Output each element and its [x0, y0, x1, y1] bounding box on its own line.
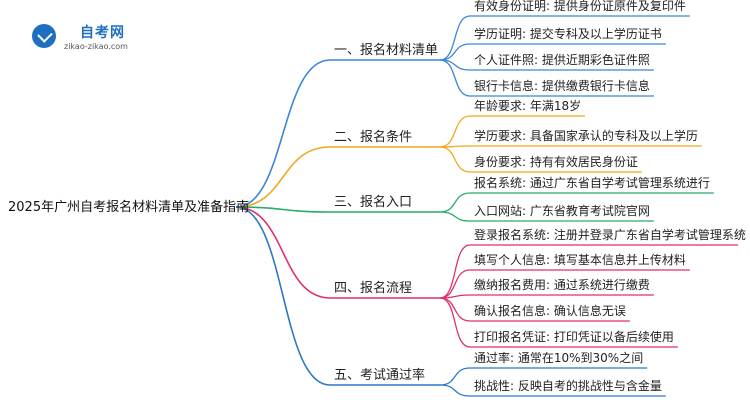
- leaf-label: 打印报名凭证: 打印凭证以备后续使用: [474, 329, 674, 344]
- leaf-link: [439, 297, 471, 322]
- leaf-label: 学历证明: 提交专科及以上学历证书: [474, 26, 662, 41]
- leaf-link: [439, 192, 471, 213]
- leaf-link: [439, 384, 471, 397]
- branch-label-3: 三、报名入口: [334, 194, 412, 210]
- leaf-label: 报名系统: 通过广东省自学考试管理系统进行: [474, 175, 710, 190]
- site-logo: 自考网 zikao-zikao.com: [28, 18, 168, 58]
- leaf-link: [439, 211, 471, 222]
- root-link-3: [235, 206, 331, 213]
- graduation-cap-icon: [32, 24, 56, 48]
- leaf-label: 个人证件照: 提供近期彩色证件照: [474, 52, 650, 67]
- leaf-label: 缴纳报名费用: 通过系统进行缴费: [474, 277, 650, 292]
- mind-map-links: [235, 15, 738, 397]
- branch-label-5: 五、考试通过率: [334, 367, 425, 383]
- leaf-label: 通过率: 通常在10%到30%之间: [474, 350, 643, 365]
- leaf-label: 挑战性: 反映自考的挑战性与含金量: [474, 378, 662, 393]
- branch-label-4: 四、报名流程: [334, 280, 412, 296]
- leaf-label: 入口网站: 广东省教育考试院官网: [474, 203, 650, 218]
- root-link-1: [235, 59, 331, 208]
- leaf-link: [439, 59, 471, 97]
- leaf-label: 填写个人信息: 填写基本信息并上传材料: [474, 252, 686, 267]
- leaf-link: [439, 297, 471, 348]
- root-link-2: [235, 146, 331, 208]
- leaf-label: 有效身份证明: 提供身份证原件及复印件: [474, 0, 686, 13]
- root-link-4: [235, 206, 331, 299]
- root-link-5: [235, 206, 331, 386]
- leaf-link: [439, 115, 471, 148]
- logo-url: zikao-zikao.com: [64, 42, 128, 51]
- leaf-label: 确认报名信息: 确认信息无误: [474, 303, 626, 318]
- leaf-label: 年龄要求: 年满18岁: [474, 98, 581, 113]
- branch-label-1: 一、报名材料清单: [334, 42, 438, 58]
- leaf-link: [439, 244, 471, 299]
- root-node-label: 2025年广州自考报名材料清单及准备指南: [8, 199, 249, 215]
- logo-name: 自考网: [80, 25, 125, 41]
- branch-label-2: 二、报名条件: [334, 129, 412, 145]
- leaf-link: [439, 269, 471, 299]
- leaf-link: [439, 146, 471, 173]
- leaf-link: [439, 43, 471, 61]
- leaf-label: 登录报名系统: 注册并登录广东省自学考试管理系统: [474, 227, 746, 242]
- leaf-label: 学历要求: 具备国家承认的专科及以上学历: [474, 128, 698, 143]
- leaf-link: [439, 15, 471, 61]
- leaf-link: [439, 367, 471, 386]
- leaf-label: 身份要求: 持有有效居民身份证: [474, 154, 638, 169]
- leaf-label: 银行卡信息: 提供缴费银行卡信息: [474, 78, 650, 93]
